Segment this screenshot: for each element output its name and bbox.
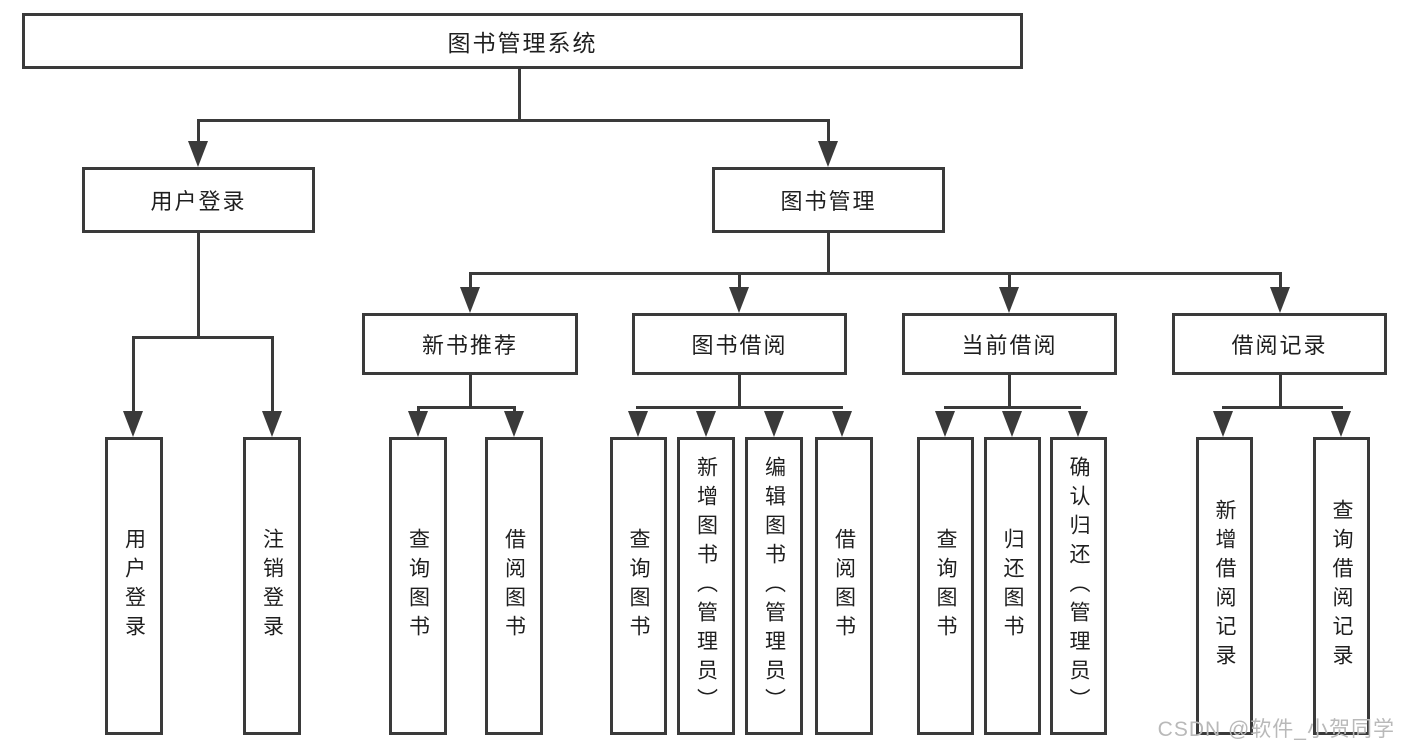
node-label: 用户登录 <box>122 528 146 644</box>
node-label: 查询借阅记录 <box>1330 499 1353 673</box>
node-add-books-admin: 新增图书（管理员） <box>677 437 735 735</box>
node-label: 图书管理 <box>780 189 877 214</box>
connector-hline <box>944 406 1081 409</box>
connector-vline <box>827 233 830 275</box>
node-label: 编辑图书（管理员） <box>762 455 786 717</box>
arrowhead <box>696 411 716 437</box>
node-label: 查询图书 <box>934 528 957 644</box>
node-label: 借阅记录 <box>1231 333 1328 358</box>
node-borrow-books-2: 借阅图书 <box>815 437 873 735</box>
arrowhead <box>1270 287 1290 313</box>
node-label: 新增借阅记录 <box>1213 499 1236 673</box>
node-query-books-3: 查询图书 <box>917 437 974 735</box>
connector-vline <box>197 233 200 339</box>
watermark: CSDN @软件_小贺同学 <box>1157 718 1395 741</box>
arrowhead <box>729 287 749 313</box>
node-label: 借阅图书 <box>832 528 856 644</box>
node-label: 新增图书（管理员） <box>694 455 718 717</box>
node-library-management-system: 图书管理系统 <box>22 13 1023 69</box>
arrowhead <box>504 411 524 437</box>
connector-hline <box>469 272 1282 275</box>
arrowhead <box>999 287 1019 313</box>
node-user-login: 用户登录 <box>82 167 315 233</box>
connector-vline <box>827 121 830 144</box>
connector-vline <box>469 375 472 408</box>
node-logout: 注销登录 <box>243 437 301 735</box>
connector-vline <box>271 338 274 414</box>
node-book-management: 图书管理 <box>712 167 945 233</box>
arrowhead <box>1002 411 1022 437</box>
connector-vline <box>738 375 741 408</box>
node-user-login-leaf: 用户登录 <box>105 437 163 735</box>
node-book-borrowing: 图书借阅 <box>632 313 847 375</box>
node-label: 注销登录 <box>260 528 284 644</box>
arrowhead <box>935 411 955 437</box>
node-return-books: 归还图书 <box>984 437 1041 735</box>
node-current-borrowing: 当前借阅 <box>902 313 1117 375</box>
connector-hline <box>1222 406 1343 409</box>
connector-vline <box>1279 274 1282 290</box>
node-add-borrow-record: 新增借阅记录 <box>1196 437 1253 735</box>
node-label: 图书借阅 <box>691 333 788 358</box>
node-label: 图书管理系统 <box>447 30 598 56</box>
connector-hline <box>636 406 843 409</box>
node-label: 新书推荐 <box>421 333 518 358</box>
connector-vline <box>197 121 200 144</box>
node-query-books-1: 查询图书 <box>389 437 447 735</box>
node-borrow-records: 借阅记录 <box>1172 313 1387 375</box>
node-label: 用户登录 <box>150 189 247 214</box>
arrowhead <box>1213 411 1233 437</box>
connector-hline <box>132 336 274 339</box>
arrowhead <box>1331 411 1351 437</box>
arrowhead <box>764 411 784 437</box>
node-edit-books-admin: 编辑图书（管理员） <box>745 437 803 735</box>
node-label: 查询图书 <box>627 528 650 644</box>
node-label: 查询图书 <box>406 528 430 644</box>
arrowhead <box>408 411 428 437</box>
connector-vline <box>1008 274 1011 290</box>
node-label: 当前借阅 <box>961 333 1058 358</box>
arrowhead <box>628 411 648 437</box>
arrowhead <box>188 141 208 167</box>
connector-hline <box>417 406 516 409</box>
node-new-book-recommend: 新书推荐 <box>362 313 578 375</box>
arrowhead <box>262 411 282 437</box>
connector-vline <box>518 69 521 121</box>
connector-vline <box>738 274 741 290</box>
node-label: 借阅图书 <box>502 528 526 644</box>
connector-hline <box>197 119 830 122</box>
connector-vline <box>1279 375 1282 408</box>
arrowhead <box>123 411 143 437</box>
connector-vline <box>1008 375 1011 408</box>
node-query-borrow-record: 查询借阅记录 <box>1313 437 1370 735</box>
arrowhead <box>832 411 852 437</box>
arrowhead <box>1068 411 1088 437</box>
node-label: 确认归还（管理员） <box>1067 455 1090 717</box>
connector-vline <box>132 338 135 414</box>
node-confirm-return-admin: 确认归还（管理员） <box>1050 437 1107 735</box>
node-label: 归还图书 <box>1001 528 1024 644</box>
node-query-books-2: 查询图书 <box>610 437 667 735</box>
arrowhead <box>818 141 838 167</box>
arrowhead <box>460 287 480 313</box>
connector-vline <box>469 274 472 290</box>
node-borrow-books-1: 借阅图书 <box>485 437 543 735</box>
